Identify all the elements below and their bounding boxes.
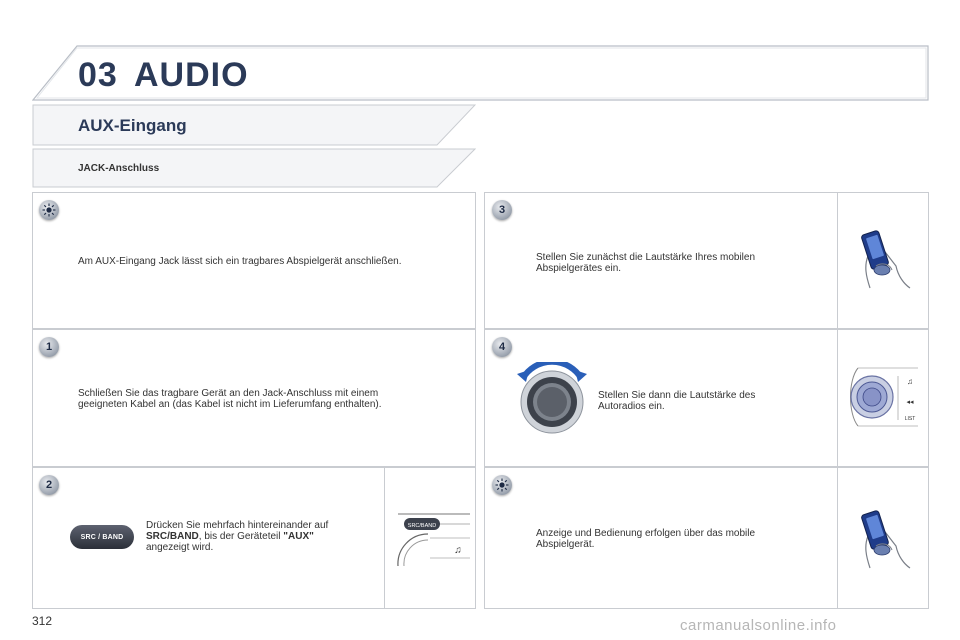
header-bar	[32, 45, 929, 101]
info-panel-left	[32, 192, 476, 329]
step2-text-line1: Drücken Sie mehrfach hintereinander auf	[146, 520, 329, 531]
step4-text-line1: Stellen Sie dann die Lautstärke des	[598, 390, 756, 401]
subtitle-band	[32, 148, 476, 188]
step2-text-line2: SRC/BAND, bis der Geräteteil "AUX"	[146, 531, 314, 542]
chapter-title: AUDIO	[134, 56, 249, 94]
watermark: carmanualsonline.info	[680, 617, 837, 634]
step2-text-mid: , bis der Geräteteil	[198, 531, 284, 542]
info-text-right-line1: Anzeige und Bedienung erfolgen über das …	[536, 528, 756, 539]
svg-text:◂◂: ◂◂	[906, 399, 914, 406]
step1-panel	[32, 329, 476, 467]
src-band-label: SRC/BAND	[146, 531, 199, 542]
step1-text-line1: Schließen Sie das tragbare Gerät an den …	[78, 388, 379, 399]
info-text-left: Am AUX-Eingang Jack lässt sich ein tragb…	[78, 256, 402, 267]
subsection-title: JACK-Anschluss	[78, 163, 160, 174]
svg-text:♫: ♫	[907, 377, 913, 386]
lightbulb-icon	[39, 200, 59, 220]
step2-text-line3: angezeigt wird.	[146, 542, 214, 553]
step4-badge: 4	[492, 337, 512, 357]
step3-text-line2: Abspielgerätes ein.	[536, 263, 622, 274]
step3-text-line1: Stellen Sie zunächst die Lautstärke Ihre…	[536, 252, 756, 263]
radio-list-label: LIST	[905, 416, 916, 422]
volume-knob-icon	[517, 362, 587, 434]
step1-text-line2: geeigneten Kabel an (das Kabel ist nicht…	[78, 399, 382, 410]
step2-badge: 2	[39, 475, 59, 495]
radio-src-band-text: SRC/BAND	[408, 523, 436, 529]
step1-badge: 1	[39, 337, 59, 357]
hand-phone-icon	[861, 230, 911, 289]
step3-panel	[484, 192, 929, 329]
page-number: 312	[32, 614, 53, 628]
step2-divider	[384, 467, 385, 609]
right-image-divider	[837, 192, 838, 609]
music-note-icon: ♫	[454, 545, 462, 556]
chapter-number: 03	[78, 56, 118, 94]
info-panel-right	[484, 467, 929, 609]
section-title-band	[32, 104, 476, 146]
section-title: AUX-Eingang	[78, 116, 187, 135]
info-text-right-line2: Abspielgerät.	[536, 539, 595, 550]
step4-text-line2: Autoradios ein.	[598, 401, 665, 412]
radio-volume-image: ♫ ◂◂ LIST	[848, 366, 920, 428]
hand-phone-icon-2	[861, 510, 911, 569]
src-band-button: SRC / BAND	[70, 525, 134, 549]
aux-label: "AUX"	[283, 531, 314, 542]
radio-src-band-image: SRC/BAND ♫	[394, 508, 472, 566]
step3-badge: 3	[492, 200, 512, 220]
lightbulb-icon-right	[492, 475, 512, 495]
